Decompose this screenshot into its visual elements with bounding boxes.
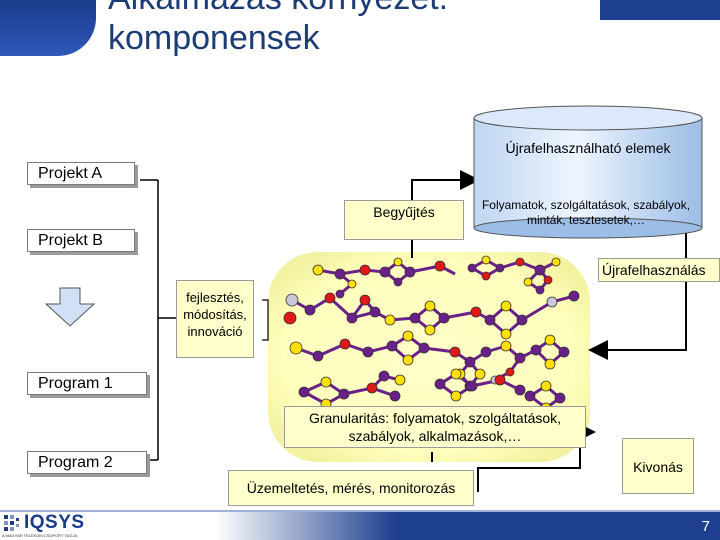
project-b-box: Projekt B bbox=[27, 229, 135, 252]
header-band bbox=[0, 0, 96, 56]
repository-contents: Folyamatok, szolgáltatások, szabályok, m… bbox=[481, 198, 691, 227]
logo-icon bbox=[4, 515, 19, 531]
repository-title: Újrafelhasználható elemek bbox=[505, 140, 671, 156]
reuse-label: Újrafelhasználás bbox=[598, 258, 720, 282]
program-1-box: Program 1 bbox=[27, 372, 147, 395]
footer-bar bbox=[0, 512, 720, 540]
logo-subtitle: A MAGYAR TELEKOM CSOPORT TAGJA bbox=[2, 533, 78, 538]
title-line-2: komponensek bbox=[108, 19, 320, 57]
down-arrow-icon bbox=[44, 287, 96, 327]
logo-text: IQSYS bbox=[24, 512, 85, 533]
program-2-box: Program 2 bbox=[27, 451, 147, 474]
extract-label: Kivonás bbox=[622, 438, 694, 494]
reuse-arrow bbox=[588, 232, 687, 360]
dev-label: fejlesztés, módosítás, innováció bbox=[176, 280, 254, 358]
page-title: Alkalmazás környezet: komponensek bbox=[108, 0, 448, 58]
collect-label: Begyűjtés bbox=[344, 200, 464, 240]
page-number: 7 bbox=[701, 518, 710, 535]
footer-divider bbox=[0, 510, 720, 512]
component-nodes bbox=[283, 255, 580, 414]
granularity-label: Granularitás: folyamatok, szolgáltatások… bbox=[284, 406, 586, 448]
title-line-1: Alkalmazás környezet: bbox=[108, 0, 448, 18]
dev-bracket bbox=[262, 299, 269, 341]
operation-label: Üzemeltetés, mérés, monitorozás bbox=[228, 470, 474, 506]
header-bar bbox=[600, 0, 720, 20]
repository-cylinder bbox=[473, 105, 703, 239]
project-a-box: Projekt A bbox=[27, 162, 135, 185]
